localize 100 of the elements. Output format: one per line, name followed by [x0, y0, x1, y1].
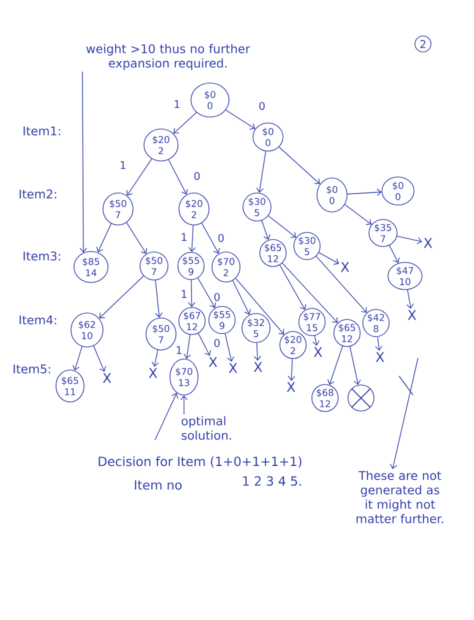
tree-node: $20 2: [178, 192, 210, 226]
x-mark: X: [148, 368, 158, 378]
arrow: [72, 346, 82, 370]
leader-arrow: [80, 71, 88, 253]
arrow: [173, 112, 197, 134]
level-label: Item5:: [14, 364, 50, 374]
arrow: [126, 222, 148, 254]
edge-label: 1: [180, 232, 188, 242]
tree-node: $47 10: [388, 262, 422, 290]
arrow: [312, 335, 320, 346]
arrow: [406, 289, 414, 309]
arrow: [327, 346, 343, 385]
edge-label: 1: [118, 160, 128, 170]
note: weight >10 thus no further expansion required.: [86, 44, 250, 70]
level-label: Item4:: [20, 316, 56, 324]
arrow: [99, 276, 144, 318]
arrow: [268, 215, 296, 238]
x-mark: X: [340, 262, 350, 272]
arrow: [261, 220, 270, 240]
tree-node: $62 10: [70, 312, 104, 348]
arrow: [256, 150, 266, 193]
leader-arrow: [390, 358, 418, 470]
tree-node: $30 5: [293, 232, 321, 260]
edge-label: 0: [216, 233, 226, 243]
arrow: [396, 236, 422, 244]
arrow: [93, 346, 106, 372]
note: optimal solution.: [182, 416, 232, 440]
arrow: [278, 146, 320, 184]
tree-node: $55 9: [208, 306, 236, 334]
tree-node: $50 7: [102, 192, 134, 226]
arrow: [350, 346, 361, 385]
note: Item no: [134, 480, 182, 490]
tree-node: $70 13: [170, 358, 198, 396]
arrow: [154, 392, 178, 440]
arrow: [375, 336, 382, 351]
tree-node: $77 15: [298, 308, 326, 336]
tree-node: $42 8: [362, 309, 390, 337]
arrow: [232, 280, 251, 315]
edge-label: 0: [258, 101, 266, 111]
edge-label: 1: [172, 99, 182, 109]
tree-node: $20 2: [144, 128, 178, 162]
x-mark: X: [424, 238, 432, 248]
tree-node: $67 12: [178, 307, 206, 335]
tree-node: $32 5: [242, 313, 270, 343]
arrow: [184, 334, 191, 359]
arrow: [155, 280, 163, 318]
x-mark: X: [254, 362, 262, 372]
arrow: [288, 358, 296, 381]
tree-node: $0 0: [382, 176, 414, 206]
note: Decision for Item (1+0+1+1+1): [98, 456, 302, 468]
edge-label: 0: [212, 292, 222, 302]
tree-node: $68 12: [311, 384, 339, 412]
x-mark: X: [208, 357, 218, 367]
arrow: [224, 333, 234, 362]
note: 1 2 3 4 5.: [243, 476, 301, 486]
arrow: [198, 278, 216, 308]
level-label: Item3:: [24, 251, 60, 261]
tree-node: $65 12: [333, 319, 361, 347]
tree-node: $55 9: [177, 252, 205, 280]
arrow: [96, 223, 112, 252]
tree-node: $30 5: [242, 192, 272, 222]
x-mark: X: [376, 352, 384, 362]
tree-node: $65 12: [259, 239, 287, 267]
crossed-circle: [348, 384, 374, 412]
edge-label: 1: [174, 345, 184, 355]
arrow: [279, 264, 306, 310]
level-label: Item1:: [24, 126, 60, 136]
arrow: [316, 256, 367, 313]
arrow: [188, 280, 196, 308]
edge-label: 0: [192, 171, 202, 181]
edge-label: 0: [212, 338, 222, 348]
tree-node: $65 11: [56, 370, 84, 402]
page-number: 2: [414, 36, 432, 52]
edge-label: 1: [180, 289, 188, 299]
tree-node: $50 7: [140, 252, 168, 280]
arrow: [235, 278, 284, 335]
arrow: [254, 342, 262, 361]
level-label: Item2:: [20, 189, 56, 199]
arrow: [388, 245, 400, 264]
x-mark: X: [408, 310, 416, 320]
tree-node: $35 7: [368, 219, 398, 247]
arrow: [282, 262, 338, 323]
arrow: [346, 188, 382, 196]
note: These are not generated as it might not matter further.: [356, 470, 444, 524]
leader-arrow: [180, 395, 188, 415]
arrow: [126, 158, 152, 196]
tree-node: $20 2: [279, 331, 307, 359]
arrow: [344, 204, 372, 225]
x-mark: X: [286, 382, 296, 392]
arrow: [201, 222, 220, 254]
tree-node: $70 2: [212, 252, 240, 282]
x-mark: X: [228, 363, 238, 373]
arrow: [318, 252, 340, 265]
arrow: [152, 350, 159, 367]
tree-node: $85 14: [74, 251, 108, 283]
x-mark: X: [102, 373, 112, 383]
arrow: [198, 332, 212, 356]
tree-node: $0 0: [252, 122, 284, 152]
x-mark: X: [314, 347, 322, 357]
arrow: [225, 110, 256, 130]
